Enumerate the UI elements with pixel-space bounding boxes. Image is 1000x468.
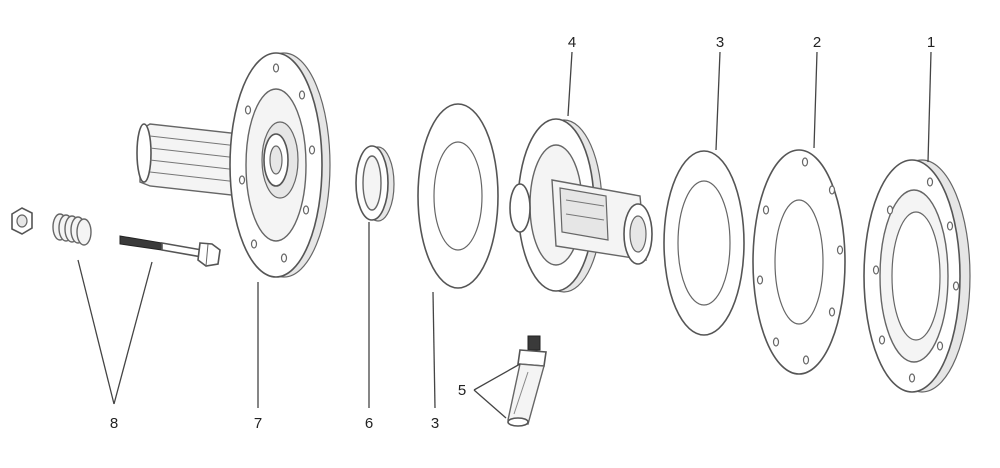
callout-numbers: 1 2 3 4 3 5 6 7 8 bbox=[110, 34, 935, 432]
part-7-flanged-shaft bbox=[136, 52, 331, 278]
callout-7: 7 bbox=[254, 415, 262, 432]
part-5-shear-bolt bbox=[507, 335, 547, 427]
hex-bolt bbox=[119, 235, 221, 267]
part-2-gasket bbox=[752, 149, 846, 375]
part-6-bushing bbox=[355, 145, 395, 222]
callout-4: 4 bbox=[568, 34, 576, 51]
callout-5: 5 bbox=[458, 382, 466, 399]
callout-3-right: 3 bbox=[716, 34, 724, 51]
callout-6: 6 bbox=[365, 415, 373, 432]
part-3-washer-right bbox=[663, 150, 745, 336]
hex-nut bbox=[11, 207, 33, 235]
callout-3-left: 3 bbox=[431, 415, 439, 432]
coil-spring bbox=[52, 213, 92, 246]
part-1-flange-ring bbox=[863, 159, 971, 393]
part-4-disc-hub bbox=[509, 118, 653, 293]
callout-8: 8 bbox=[110, 415, 118, 432]
part-8-hardware bbox=[11, 207, 221, 267]
leader-lines bbox=[77, 51, 932, 419]
callout-1: 1 bbox=[927, 34, 935, 51]
callout-2: 2 bbox=[813, 34, 821, 51]
part-3-washer-left bbox=[417, 103, 499, 289]
